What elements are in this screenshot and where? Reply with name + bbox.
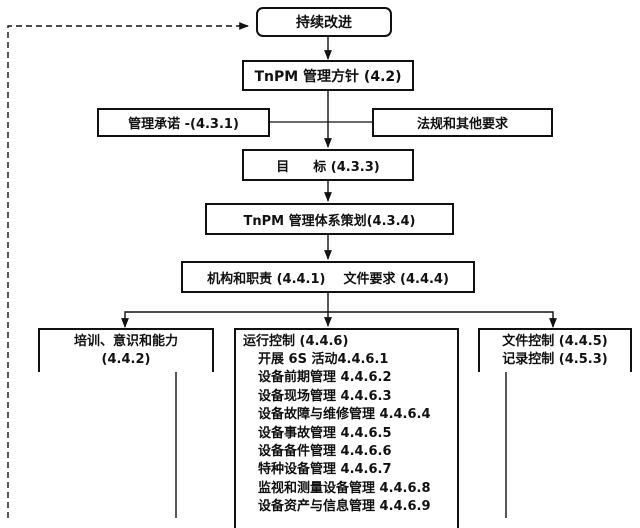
operation-item: 设备前期管理 4.4.6.2 [258,370,392,386]
operation-item: 设备备件管理 4.4.6.6 [258,444,392,460]
policy-box: TnPM 管理方针 (4.2) [242,60,414,91]
operation-item: 监视和测量设备管理 4.4.6.8 [258,480,431,496]
operation-item: 设备事故管理 4.4.6.5 [258,425,392,441]
record-control-label: 记录控制 (4.5.3) [502,352,608,367]
arrow-to-documents [328,311,557,328]
document-requirements-label: 文件要求 (4.4.4) [343,271,449,287]
objective-label-char: 目 [276,159,290,175]
structure-box: 机构和职责 (4.4.1) 文件要求 (4.4.4) [181,261,475,293]
legal-requirements-label: 法规和其他要求 [416,117,508,132]
document-control-label: 文件控制 (4.4.5) [502,334,608,349]
commitment-box: 管理承诺 -(4.3.1) [97,108,270,137]
planning-box: TnPM 管理体系策划(4.3.4) [205,203,454,235]
policy-label: TnPM 管理方针 (4.2) [254,68,402,85]
continuous-improvement-label: 持续改进 [296,15,352,31]
operation-item: 设备资产与信息管理 4.4.6.9 [258,499,431,515]
document-control-box: 文件控制 (4.4.5) 记录控制 (4.5.3) [478,328,632,372]
operation-control-box: 运行控制 (4.4.6) 开展 6S 活动4.4.6.1 设备前期管理 4.4.… [234,328,459,528]
arrow-to-training [121,311,328,328]
operation-item: 特种设备管理 4.4.6.7 [258,462,392,478]
commitment-label: 管理承诺 -(4.3.1) [128,117,239,132]
structure-label: 机构和职责 (4.4.1) [207,271,326,287]
legal-requirements-box: 法规和其他要求 [372,108,553,137]
operation-item: 设备现场管理 4.4.6.3 [258,388,392,404]
objective-label-rest: 标 (4.3.3) [313,159,380,175]
feedback-loop-line [7,22,249,518]
operation-item: 设备故障与维修管理 4.4.6.4 [258,407,431,423]
planning-label: TnPM 管理体系策划(4.3.4) [243,213,416,229]
objective-box: 目 标 (4.3.3) [242,149,414,181]
training-label-line1: 培训、意识和能力 [73,334,178,349]
training-box: 培训、意识和能力 (4.4.2) [38,328,214,372]
operation-item: 开展 6S 活动4.4.6.1 [258,352,389,367]
continuous-improvement-box: 持续改进 [256,7,392,37]
training-label-line2: (4.4.2) [101,352,151,367]
operation-control-title: 运行控制 (4.4.6) [243,334,349,349]
